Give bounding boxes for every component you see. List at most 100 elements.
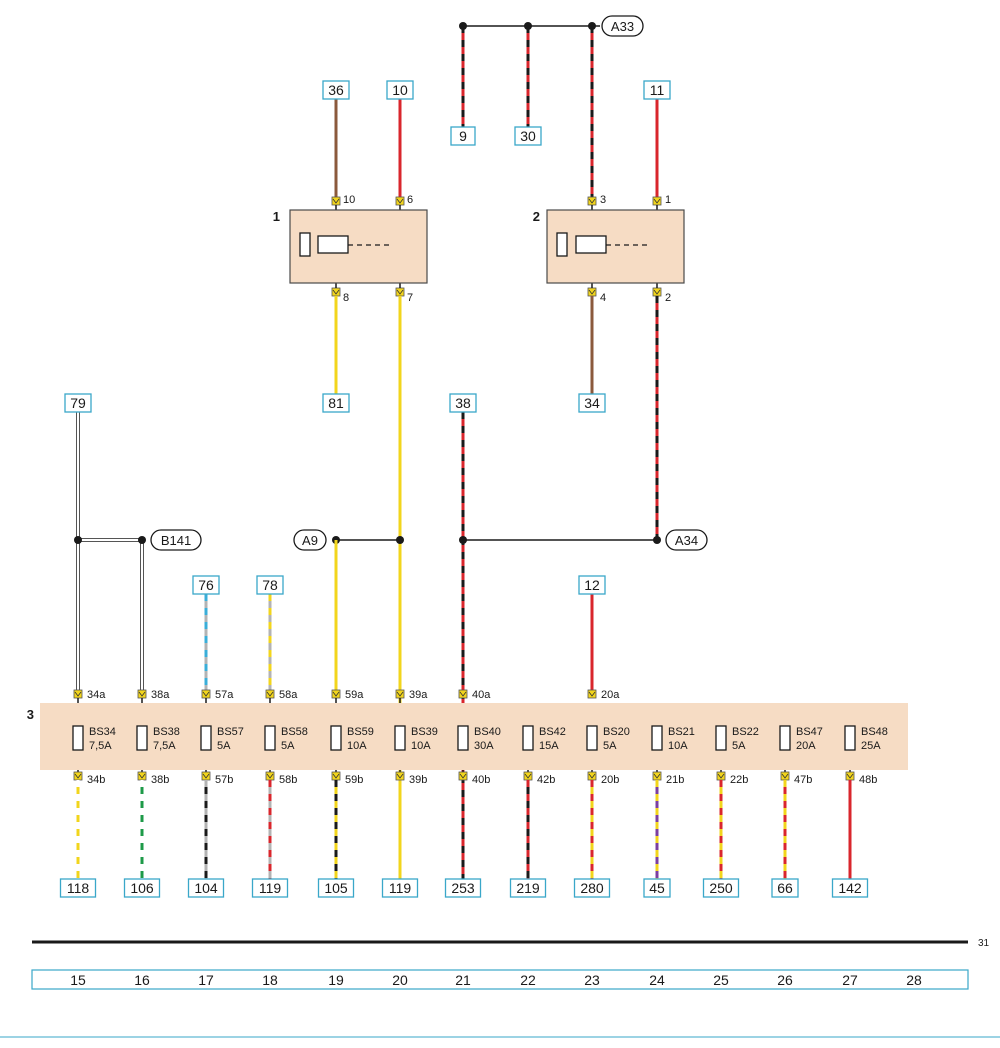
fuse-BS20-pin-top-label: 20a [601, 689, 620, 701]
fuse-BS42-pin-bottom-mark [524, 773, 532, 779]
fuse-BS58 [264, 725, 276, 751]
fuse-BS21 [651, 725, 663, 751]
fuse-BS34-pin-bottom-mark [74, 773, 82, 779]
fuse-BS38-pin-bottom [137, 771, 147, 781]
fuse-BS57-pin-bottom [201, 771, 211, 781]
fuse-BS48-rating: 25A [861, 740, 881, 752]
ref-38-box [449, 393, 477, 413]
relay-1-pin-7-mark [396, 289, 404, 295]
ref-bottom-8-box [573, 878, 611, 898]
fuse-BS58-name: BS58 [281, 726, 308, 738]
fuse-BS40-pin-top-label: 40a [472, 689, 491, 701]
fuse-BS57-pin-bottom-label: 57b [215, 774, 233, 786]
fuse-BS34-rating: 7,5A [89, 740, 112, 752]
relay-1-pin-8 [331, 287, 341, 297]
column-25: 25 [713, 972, 729, 988]
fuse-BS59-pin-bottom-mark [332, 773, 340, 779]
column-28: 28 [906, 972, 922, 988]
fuse-BS20-name: BS20 [603, 726, 630, 738]
fuse-BS42 [522, 725, 534, 751]
wire-b141-core [78, 539, 143, 690]
fuse-BS58-pin-top [265, 689, 275, 699]
relay-2-coil [575, 235, 607, 254]
ref-bottom-7: 219 [516, 880, 540, 896]
ref-10-box [386, 80, 414, 100]
ref-38: 38 [455, 395, 471, 411]
fuse-BS39-rating: 10A [411, 740, 431, 752]
fuse-BS34-name: BS34 [89, 726, 116, 738]
ref-bottom-10: 250 [709, 880, 733, 896]
fuse-BS47 [779, 725, 791, 751]
fuse-BS57 [200, 725, 212, 751]
relay-1-number: 1 [273, 209, 280, 224]
fuse-BS58-pin-top-label: 58a [279, 689, 298, 701]
fuse-BS22 [715, 725, 727, 751]
ref-bottom-7-box [509, 878, 547, 898]
fuse-BS47-pin-bottom [780, 771, 790, 781]
column-20: 20 [392, 972, 408, 988]
fuse-block [40, 703, 908, 770]
fuse-BS58-pin-bottom [265, 771, 275, 781]
fuse-BS59-name: BS59 [347, 726, 374, 738]
ref-78-box [256, 575, 284, 595]
ref-81: 81 [328, 395, 344, 411]
junction-dot [653, 536, 661, 544]
ref-bottom-6-box [444, 878, 482, 898]
ref-bottom-5-box [381, 878, 419, 898]
fuse-BS39-pin-bottom-mark [396, 773, 404, 779]
fuse-BS20-pin-bottom-mark [588, 773, 596, 779]
relay-2-pin-2 [652, 287, 662, 297]
fuse-BS39-pin-top-label: 39a [409, 689, 428, 701]
relay-2-number: 2 [533, 209, 540, 224]
fuse-BS39-pin-bottom-label: 39b [409, 774, 427, 786]
fuse-BS21-pin-bottom [652, 771, 662, 781]
relay-2-pin-1-label: 1 [665, 194, 671, 206]
page-number: 31 [978, 938, 990, 949]
fuse-BS38-pin-top [137, 689, 147, 699]
fuse-BS48-pin-bottom-mark [846, 773, 854, 779]
fuse-BS34-pin-top [73, 689, 83, 699]
ref-34-box [578, 393, 606, 413]
fuse-BS22-pin-bottom-mark [717, 773, 725, 779]
relay-1-pin-10-label: 10 [343, 194, 355, 206]
fuse-BS40 [457, 725, 469, 751]
fuse-BS58-rating: 5A [281, 740, 295, 752]
ref-79-box [64, 393, 92, 413]
column-26: 26 [777, 972, 793, 988]
fuse-BS38-pin-top-label: 38a [151, 689, 170, 701]
fuse-BS40-pin-bottom-label: 40b [472, 774, 490, 786]
junction-dot [74, 536, 82, 544]
components [0, 209, 1000, 1038]
column-19: 19 [328, 972, 344, 988]
ref-11-box [643, 80, 671, 100]
ref-bottom-6: 253 [451, 880, 475, 896]
relay-1-pin-6-label: 6 [407, 194, 413, 206]
fuse-BS42-pin-bottom-label: 42b [537, 774, 555, 786]
connector-a33: A33 [611, 19, 634, 34]
fuse-BS40-pin-bottom-mark [459, 773, 467, 779]
fuse-BS42-pin-bottom [523, 771, 533, 781]
ref-bottom-9-box [643, 878, 671, 898]
ref-bottom-0: 118 [67, 880, 90, 896]
ref-76-box [192, 575, 220, 595]
fuse-BS47-pin-bottom-label: 47b [794, 774, 812, 786]
ref-bottom-3: 119 [259, 880, 282, 896]
relay-2-pin-1-mark [653, 198, 661, 204]
ref-bottom-9: 45 [649, 880, 665, 896]
relay-2-pin-1 [652, 196, 662, 206]
ref-bottom-0-box [59, 878, 97, 898]
fuse-BS38-pin-bottom-label: 38b [151, 774, 169, 786]
fuse-BS59 [330, 725, 342, 751]
relay-1-pin-7 [395, 287, 405, 297]
ref-79: 79 [70, 395, 86, 411]
fuse-BS59-pin-top-label: 59a [345, 689, 364, 701]
fuse-BS20-pin-top-mark [588, 691, 596, 697]
fuse-BS57-rating: 5A [217, 740, 231, 752]
column-23: 23 [584, 972, 600, 988]
ref-81-box [322, 393, 350, 413]
ref-78: 78 [262, 577, 278, 593]
fuse-BS40-pin-top-mark [459, 691, 467, 697]
fuse-BS21-rating: 10A [668, 740, 688, 752]
fuse-BS59-pin-bottom-label: 59b [345, 774, 363, 786]
ref-11: 11 [650, 82, 665, 98]
